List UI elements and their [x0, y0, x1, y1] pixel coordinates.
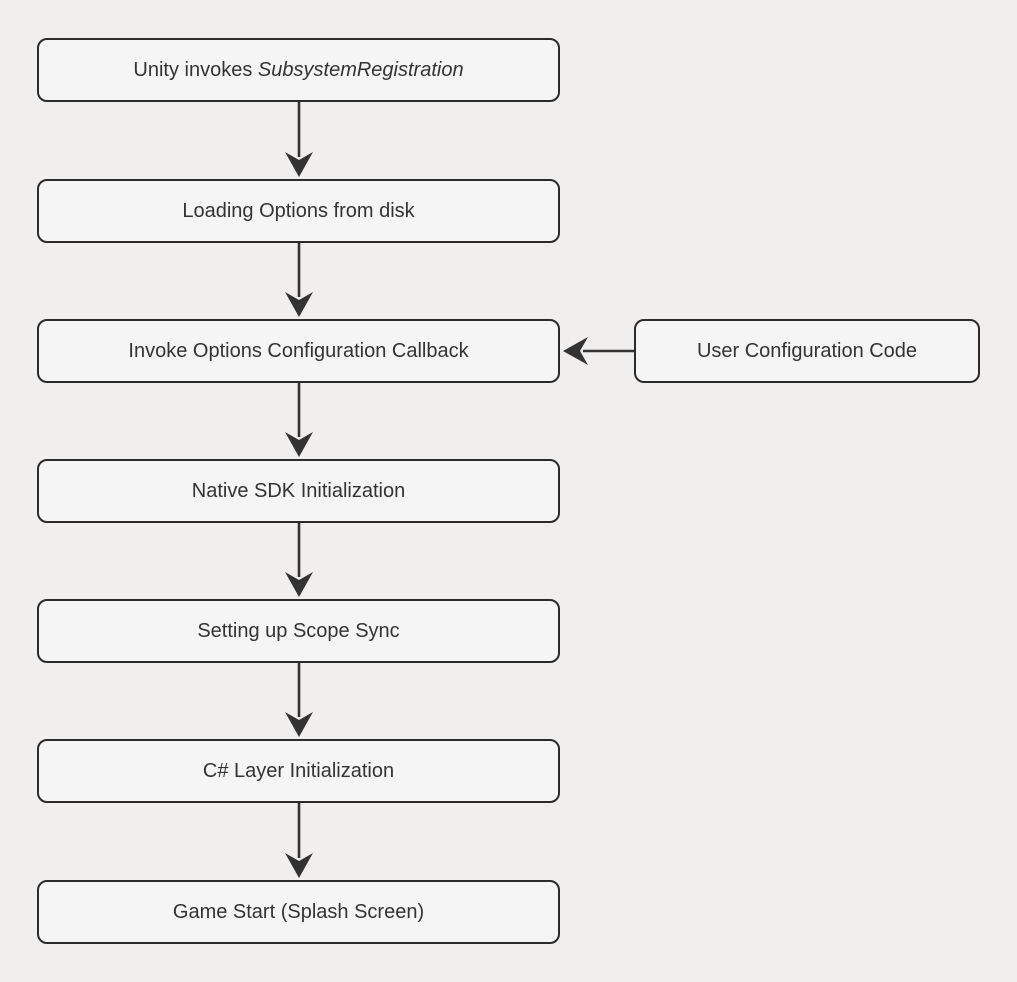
- node-label: Setting up Scope Sync: [197, 619, 400, 642]
- node-loading-options-from-disk: Loading Options from disk: [37, 179, 560, 243]
- node-label: Loading Options from disk: [182, 199, 415, 222]
- arrow-invoke-callback-to-native-sdk: [285, 382, 313, 457]
- arrow-user-config-to-invoke-callback: [563, 337, 634, 365]
- node-invoke-options-configuration-callback: Invoke Options Configuration Callback: [37, 319, 560, 383]
- arrow-subsystem-registration-to-loading-options: [285, 101, 313, 177]
- node-label: Invoke Options Configuration Callback: [128, 339, 469, 362]
- node-label: Unity invokes: [133, 58, 258, 81]
- arrow-native-sdk-to-scope-sync: [285, 522, 313, 597]
- arrow-csharp-layer-to-game-start: [285, 802, 313, 878]
- node-csharp-layer-initialization: C# Layer Initialization: [37, 739, 560, 803]
- arrow-scope-sync-to-csharp-layer: [285, 662, 313, 737]
- node-game-start-splash-screen: Game Start (Splash Screen): [37, 880, 560, 944]
- arrow-loading-options-to-invoke-callback: [285, 242, 313, 317]
- node-label: User Configuration Code: [696, 339, 918, 362]
- node-label: C# Layer Initialization: [202, 759, 395, 782]
- node-label: Game Start (Splash Screen): [172, 900, 425, 923]
- node-label-italic: SubsystemRegistration: [257, 58, 464, 81]
- node-label: Native SDK Initialization: [191, 479, 406, 502]
- node-unity-invokes-subsystem-registration: Unity invokes SubsystemRegistration: [37, 38, 560, 102]
- node-setting-up-scope-sync: Setting up Scope Sync: [37, 599, 560, 663]
- node-user-configuration-code: User Configuration Code: [634, 319, 980, 383]
- node-native-sdk-initialization: Native SDK Initialization: [37, 459, 560, 523]
